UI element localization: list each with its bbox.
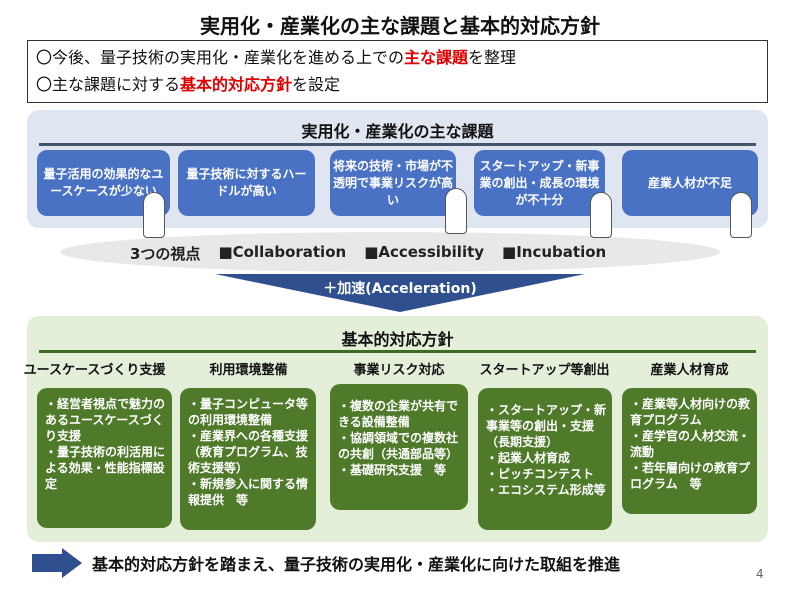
policy-panel: 基本的対応方針 ユースケースづくり支援 利用環境整備 事業リスク対応 スタートア…: [24, 316, 768, 542]
policy-item: ・量子コンピュータ等の利用環境整備: [188, 397, 309, 427]
policy-header: 産業人材育成: [650, 363, 729, 378]
issue-box: 量子技術に対するハードルが高い: [178, 150, 315, 216]
policy-box: ・複数の企業が共有できる設備整備 ・協調領域での複数社の共創（共通部品等） ・基…: [330, 384, 468, 510]
viewpoints: 3つの視点 ■Collaboration ■Accessibility ■Inc…: [130, 243, 606, 264]
policy-header: 利用環境整備: [209, 363, 288, 378]
intro-text: 〇主な課題に対する: [36, 75, 181, 94]
policy-item: ・基礎研究支援 等: [338, 463, 447, 477]
intro-highlight: 基本的対応方針: [180, 75, 293, 94]
viewpoints-ellipse: [60, 232, 720, 272]
right-arrow-icon: [32, 548, 82, 578]
issues-panel: 実用化・産業化の主な課題 量子活用の効果的なユースケースが少ない 量子技術に対す…: [27, 110, 768, 228]
policy-item: ・スタートアップ・新事業等の創出・支援（長期支援）: [486, 403, 607, 449]
policy-header: ユースケースづくり支援: [23, 363, 166, 378]
issues-title: 実用化・産業化の主な課題: [301, 122, 494, 141]
acceleration-label: ＋加速(Acceleration): [323, 281, 477, 297]
person-illustration: [730, 192, 752, 238]
viewpoint-collaboration: ■Collaboration: [218, 243, 347, 261]
divider: [39, 143, 756, 146]
policy-item: ・産学官の人材交流・流動: [630, 429, 751, 459]
policy-item: ・新規参入に関する情報提供 等: [188, 477, 309, 507]
viewpoints-label: 3つの視点: [130, 245, 201, 263]
divider: [39, 350, 756, 353]
down-arrow-icon: [215, 274, 585, 312]
issue-box: スタートアップ・新事業の創出・成長の環境が不十分: [474, 150, 605, 216]
person-illustration: [143, 192, 165, 238]
policy-box: ・スタートアップ・新事業等の創出・支援（長期支援） ・起業人材育成 ・ピッチコン…: [478, 388, 612, 530]
policy-item: ・エコシステム形成等: [486, 483, 606, 497]
conclusion-text: 基本的対応方針を踏まえ、量子技術の実用化・産業化に向けた取組を推進: [92, 555, 621, 574]
intro-line-2: 〇主な課題に対する基本的対応方針を設定: [36, 71, 759, 98]
policy-item: ・経営者視点で魅力のあるユースケースづくり支援: [45, 397, 166, 443]
policy-header: 事業リスク対応: [353, 363, 445, 378]
policy-item: ・若年層向けの教育プログラム 等: [630, 461, 751, 491]
policy-item: ・産業界への各種支援（教育プログラム、技術支援等）: [188, 429, 309, 475]
page-number: 4: [756, 567, 764, 581]
intro-text: 〇今後、量子技術の実用化・産業化を進める上での: [36, 48, 405, 67]
viewpoint-incubation: ■Incubation: [502, 243, 607, 261]
intro-text: を整理: [468, 48, 517, 67]
policy-title: 基本的対応方針: [341, 330, 454, 349]
policy-box: ・経営者視点で魅力のあるユースケースづくり支援 ・量子技術の利活用による効果・性…: [37, 388, 172, 528]
policy-item: ・ピッチコンテスト: [486, 467, 595, 481]
issue-box: 将来の技術・市場が不透明で事業リスクが高い: [330, 150, 456, 216]
policy-item: ・協調領域での複数社の共創（共通部品等）: [338, 431, 459, 461]
page-title: 実用化・産業化の主な課題と基本的対応方針: [200, 14, 600, 38]
intro-highlight: 主な課題: [404, 48, 469, 67]
intro-line-1: 〇今後、量子技術の実用化・産業化を進める上での主な課題を整理: [36, 44, 759, 71]
intro-box: 〇今後、量子技術の実用化・産業化を進める上での主な課題を整理 〇主な課題に対する…: [27, 40, 768, 103]
policy-item: ・量子技術の利活用による効果・性能指標設定: [45, 445, 166, 491]
policy-item: ・起業人材育成: [486, 451, 571, 465]
policy-box: ・量子コンピュータ等の利用環境整備 ・産業界への各種支援（教育プログラム、技術支…: [180, 388, 316, 530]
intro-text: を設定: [292, 75, 341, 94]
viewpoint-accessibility: ■Accessibility: [364, 243, 485, 261]
policy-item: ・複数の企業が共有できる設備整備: [338, 399, 459, 429]
policy-header: スタートアップ等創出: [479, 363, 610, 378]
policy-item: ・産業等人材向けの教育プログラム: [630, 397, 751, 427]
person-illustration: [590, 192, 612, 238]
policy-box: ・産業等人材向けの教育プログラム ・産学官の人材交流・流動 ・若年層向けの教育プ…: [622, 388, 757, 514]
person-illustration: [445, 188, 467, 234]
